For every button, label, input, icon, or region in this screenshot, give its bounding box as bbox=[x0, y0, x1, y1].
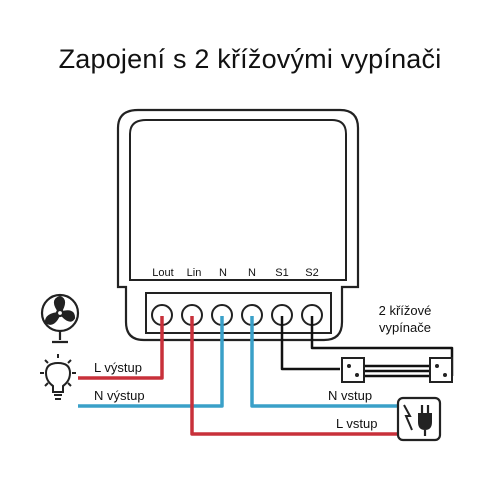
terminal-label-n2: N bbox=[248, 267, 256, 279]
wire-s1 bbox=[280, 316, 340, 371]
diagram-title: Zapojení s 2 křížovými vypínači bbox=[58, 44, 442, 74]
label-n-output: N výstup bbox=[94, 388, 145, 403]
label-l-output: L výstup bbox=[94, 360, 142, 375]
terminal-block bbox=[145, 292, 332, 334]
switch-1 bbox=[341, 357, 365, 383]
terminal-label-lout: Lout bbox=[152, 267, 173, 279]
switch-icon bbox=[429, 357, 453, 383]
terminal-label-n1: N bbox=[219, 267, 227, 279]
switches-label-line1: 2 křížové bbox=[379, 303, 432, 318]
module-inner-outline bbox=[129, 119, 347, 281]
power-plug-icon bbox=[396, 396, 442, 442]
switch-icon bbox=[341, 357, 365, 383]
terminal-label-lin: Lin bbox=[187, 267, 202, 279]
wire-l-input bbox=[190, 316, 398, 436]
switch-2 bbox=[429, 357, 453, 383]
terminal-label-s1: S1 bbox=[275, 267, 288, 279]
label-l-input: L vstup bbox=[336, 416, 377, 431]
terminal-label-s2: S2 bbox=[305, 267, 318, 279]
wire-n-input bbox=[250, 316, 398, 408]
light-bulb-icon bbox=[40, 354, 76, 400]
switches-label-line2: vypínače bbox=[379, 320, 431, 335]
module-outline bbox=[116, 108, 360, 342]
wire-n-output bbox=[78, 316, 224, 408]
wire-l-output bbox=[78, 316, 164, 380]
label-n-input: N vstup bbox=[328, 388, 372, 403]
smart-module: Lout Lin N N S1 S2 bbox=[116, 108, 360, 342]
fan-icon bbox=[40, 293, 80, 344]
